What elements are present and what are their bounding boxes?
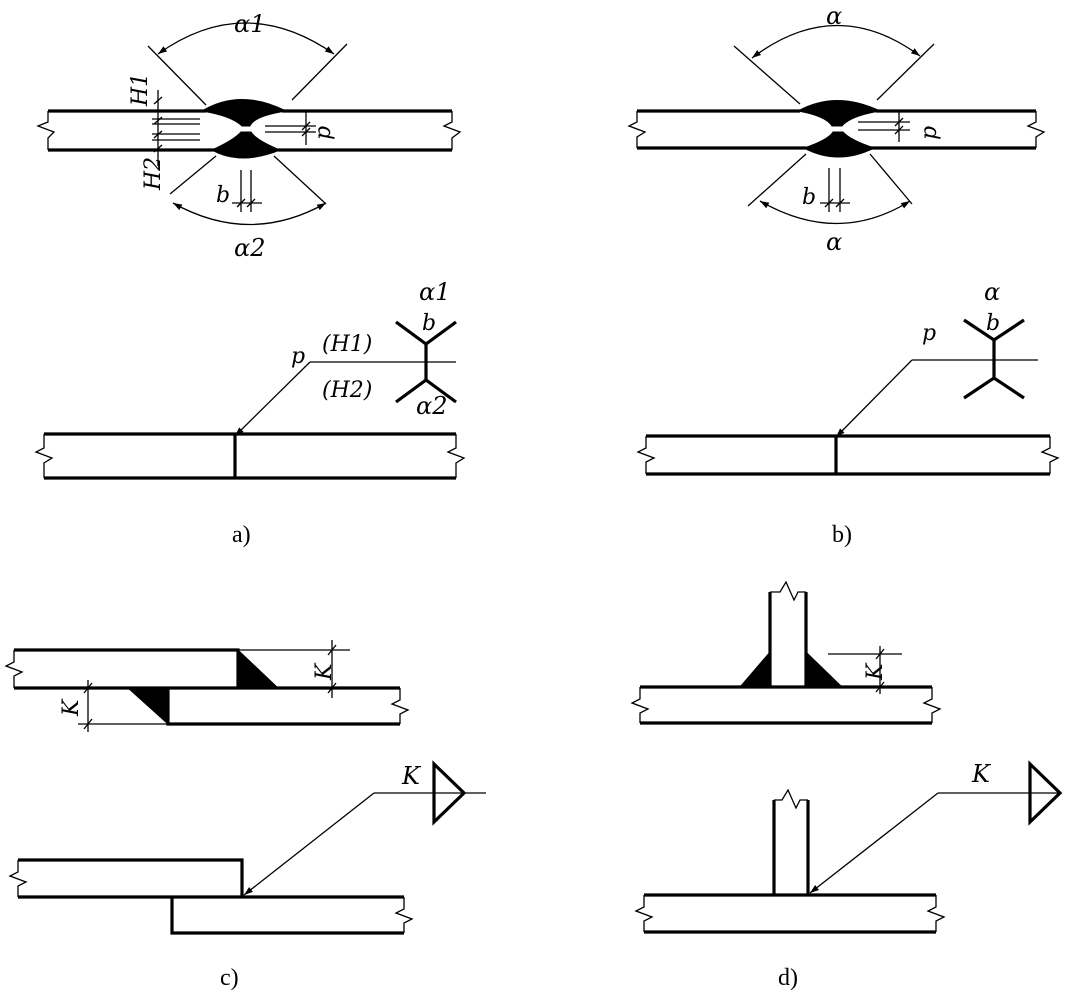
panel-a-section-view	[36, 22, 462, 226]
root-face-p-label: p	[311, 126, 336, 140]
h2-label: H2	[141, 157, 166, 191]
fillet-weld-left	[738, 650, 771, 688]
caption-b: b)	[832, 522, 852, 548]
symbol-b-label: b	[422, 311, 436, 336]
arrow-line	[234, 361, 311, 437]
panel-b-section-view	[627, 24, 1046, 225]
symbol-h1-label: (H1)	[322, 332, 372, 357]
arrow-line	[243, 792, 375, 896]
leg-k-lower-label: K	[59, 698, 84, 717]
weld-bead-bottom	[210, 131, 282, 159]
fillet-weld-upper	[237, 648, 280, 689]
double-v-weld-symbol	[395, 320, 457, 404]
angle-alpha2-label: α2	[234, 234, 265, 262]
panel-d-symbol-view	[634, 760, 1063, 934]
gap-b-label: b	[216, 183, 230, 208]
panel-d: K K d)	[630, 580, 1063, 991]
angle-alpha-bottom-label: α	[826, 228, 842, 256]
caption-c: c)	[220, 965, 239, 991]
leader-k-label: K	[971, 760, 992, 788]
symbol-alpha-label: α	[984, 278, 1000, 306]
angle-alpha1-label: α1	[234, 10, 265, 38]
angle-arc-top	[751, 24, 921, 59]
angle-alpha-top-label: α	[826, 2, 842, 30]
fillet-weld-symbol	[432, 760, 467, 826]
leg-k-upper-label: K	[312, 662, 337, 681]
fillet-weld-lower	[126, 687, 169, 726]
root-face-p-label: p	[917, 126, 942, 140]
panel-d-section-view	[630, 580, 942, 725]
panel-a-symbol-view	[34, 320, 466, 480]
panel-b: α α p b α b p b)	[627, 2, 1060, 548]
weld-bead-top	[796, 100, 882, 127]
fillet-weld-right	[805, 650, 844, 688]
panel-b-symbol-view	[636, 318, 1060, 476]
symbol-alpha1-label: α1	[419, 278, 450, 306]
caption-d: d)	[778, 965, 798, 991]
double-v-weld-symbol	[963, 318, 1025, 400]
h1-label: H1	[128, 73, 153, 107]
panel-c-section-view	[4, 640, 410, 732]
leader-p-label: p	[291, 344, 305, 369]
caption-a: a)	[232, 522, 251, 548]
angle-arc-top	[157, 22, 335, 55]
weld-bead-top	[200, 99, 288, 127]
angle-arc-bottom	[172, 202, 327, 226]
fillet-weld-symbol	[1028, 760, 1063, 826]
angle-arc-bottom	[759, 200, 911, 225]
panel-a: α1 α2 H1 H2 p b α1 b (H1) (H2) α2 p a)	[34, 10, 466, 548]
leg-k-label: K	[863, 662, 888, 681]
weld-bead-bottom	[802, 131, 876, 158]
symbol-b-label: b	[986, 311, 1000, 336]
symbol-alpha2-label: α2	[416, 392, 447, 420]
gap-b-label: b	[802, 185, 816, 210]
arrow-line	[809, 792, 939, 894]
leader-k-label: K	[401, 762, 422, 790]
symbol-h2-label: (H2)	[322, 378, 372, 403]
panel-c: K K K c)	[4, 640, 486, 991]
arrow-line	[835, 359, 913, 438]
panel-c-symbol-view	[8, 760, 486, 935]
leader-p-label: p	[922, 321, 936, 346]
